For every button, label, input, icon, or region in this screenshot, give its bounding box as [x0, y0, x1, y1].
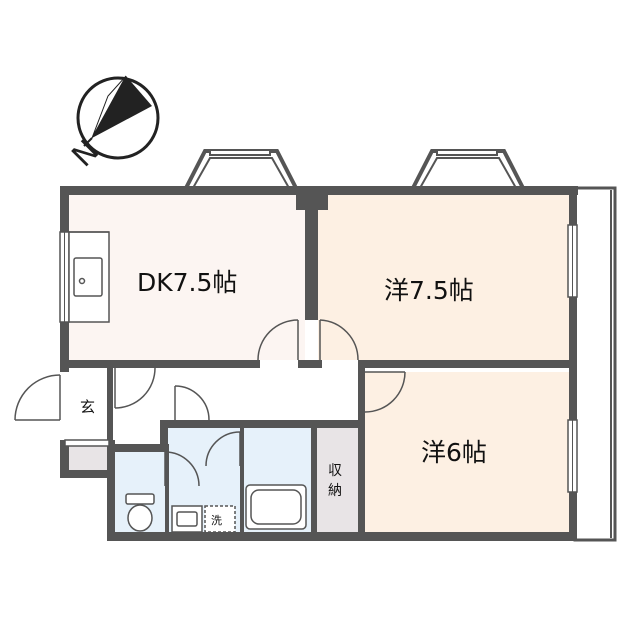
wall-wet-top: [160, 420, 360, 428]
toilet-fixture: [125, 493, 155, 532]
balcony: [573, 186, 617, 542]
kitchen: [68, 231, 110, 323]
kitchen-counter: [68, 231, 110, 323]
balcony-floor: [575, 190, 615, 538]
bathtub-inner: [250, 489, 302, 525]
bath-door-swing: [205, 431, 241, 467]
wall-dk-bottom: [60, 360, 260, 368]
western-room-1-floor: [318, 195, 569, 360]
wall-toilet-wash: [165, 444, 169, 534]
room-labels: DK7.5帖 洋7.5帖 洋6帖 玄 収 納 洗: [80, 268, 487, 527]
wall-toilet-left: [107, 440, 115, 541]
wall-bottom: [107, 532, 577, 541]
wall-wash-bath: [240, 428, 244, 532]
wall-dk-w1: [305, 186, 318, 320]
wall-entrance-bottom: [60, 470, 115, 478]
pillar-top: [296, 186, 328, 210]
storage-floor: [316, 428, 358, 532]
bathtub: [245, 484, 307, 530]
bay-window-dk-inner: [192, 157, 290, 189]
toilet-tank: [125, 493, 155, 505]
wall-right: [569, 186, 577, 540]
window-entrance: [64, 439, 110, 447]
wall-wet-left-top: [160, 420, 168, 450]
wall-entrance-left: [60, 440, 69, 474]
western-room-2-floor: [365, 372, 569, 532]
floors: [69, 190, 615, 538]
wash-basin-bowl: [176, 511, 198, 527]
wall-bath-storage: [311, 428, 317, 532]
compass: N: [65, 75, 160, 174]
storage-label-line1: 収: [328, 463, 342, 479]
laundry-label: 洗: [211, 514, 222, 527]
wall-dk-bottom-right: [298, 360, 322, 368]
western-room-1-label: 洋7.5帖: [384, 276, 474, 305]
wall-w1-bottom: [358, 360, 574, 368]
storage-label-line2: 納: [328, 483, 342, 499]
bay-window-dk-frame: [209, 149, 271, 156]
entrance-door-swing: [14, 374, 61, 421]
dk-door-swing: [257, 319, 299, 361]
toilet-bowl: [127, 504, 153, 532]
washroom-fixtures: [171, 505, 236, 533]
w2-door-swing: [364, 371, 406, 413]
toilet-door-swing: [164, 451, 200, 487]
compass-needle-light: [91, 75, 127, 139]
western-room-2-label: 洋6帖: [421, 438, 487, 467]
wall-entrance-right: [107, 368, 113, 442]
kitchen-sink: [73, 257, 103, 297]
entrance-floor: [69, 372, 109, 442]
balcony-rail: [573, 186, 617, 542]
w1-door-swing: [319, 319, 359, 361]
bay-window-w1-inner: [419, 157, 517, 189]
bay-window-w1-frame: [436, 149, 498, 156]
washing-machine-space: [204, 505, 236, 533]
hall-door-swing: [114, 367, 156, 409]
wall-toilet-top: [107, 444, 165, 452]
entrance-label: 玄: [80, 398, 95, 416]
wash-door-swing: [174, 385, 210, 421]
doors: [14, 319, 406, 505]
bay-windows: [184, 149, 525, 189]
dk-label: DK7.5帖: [137, 268, 237, 297]
compass-tail: [83, 137, 93, 147]
compass-needle-dark: [92, 76, 152, 138]
kitchen-drain: [78, 277, 86, 285]
